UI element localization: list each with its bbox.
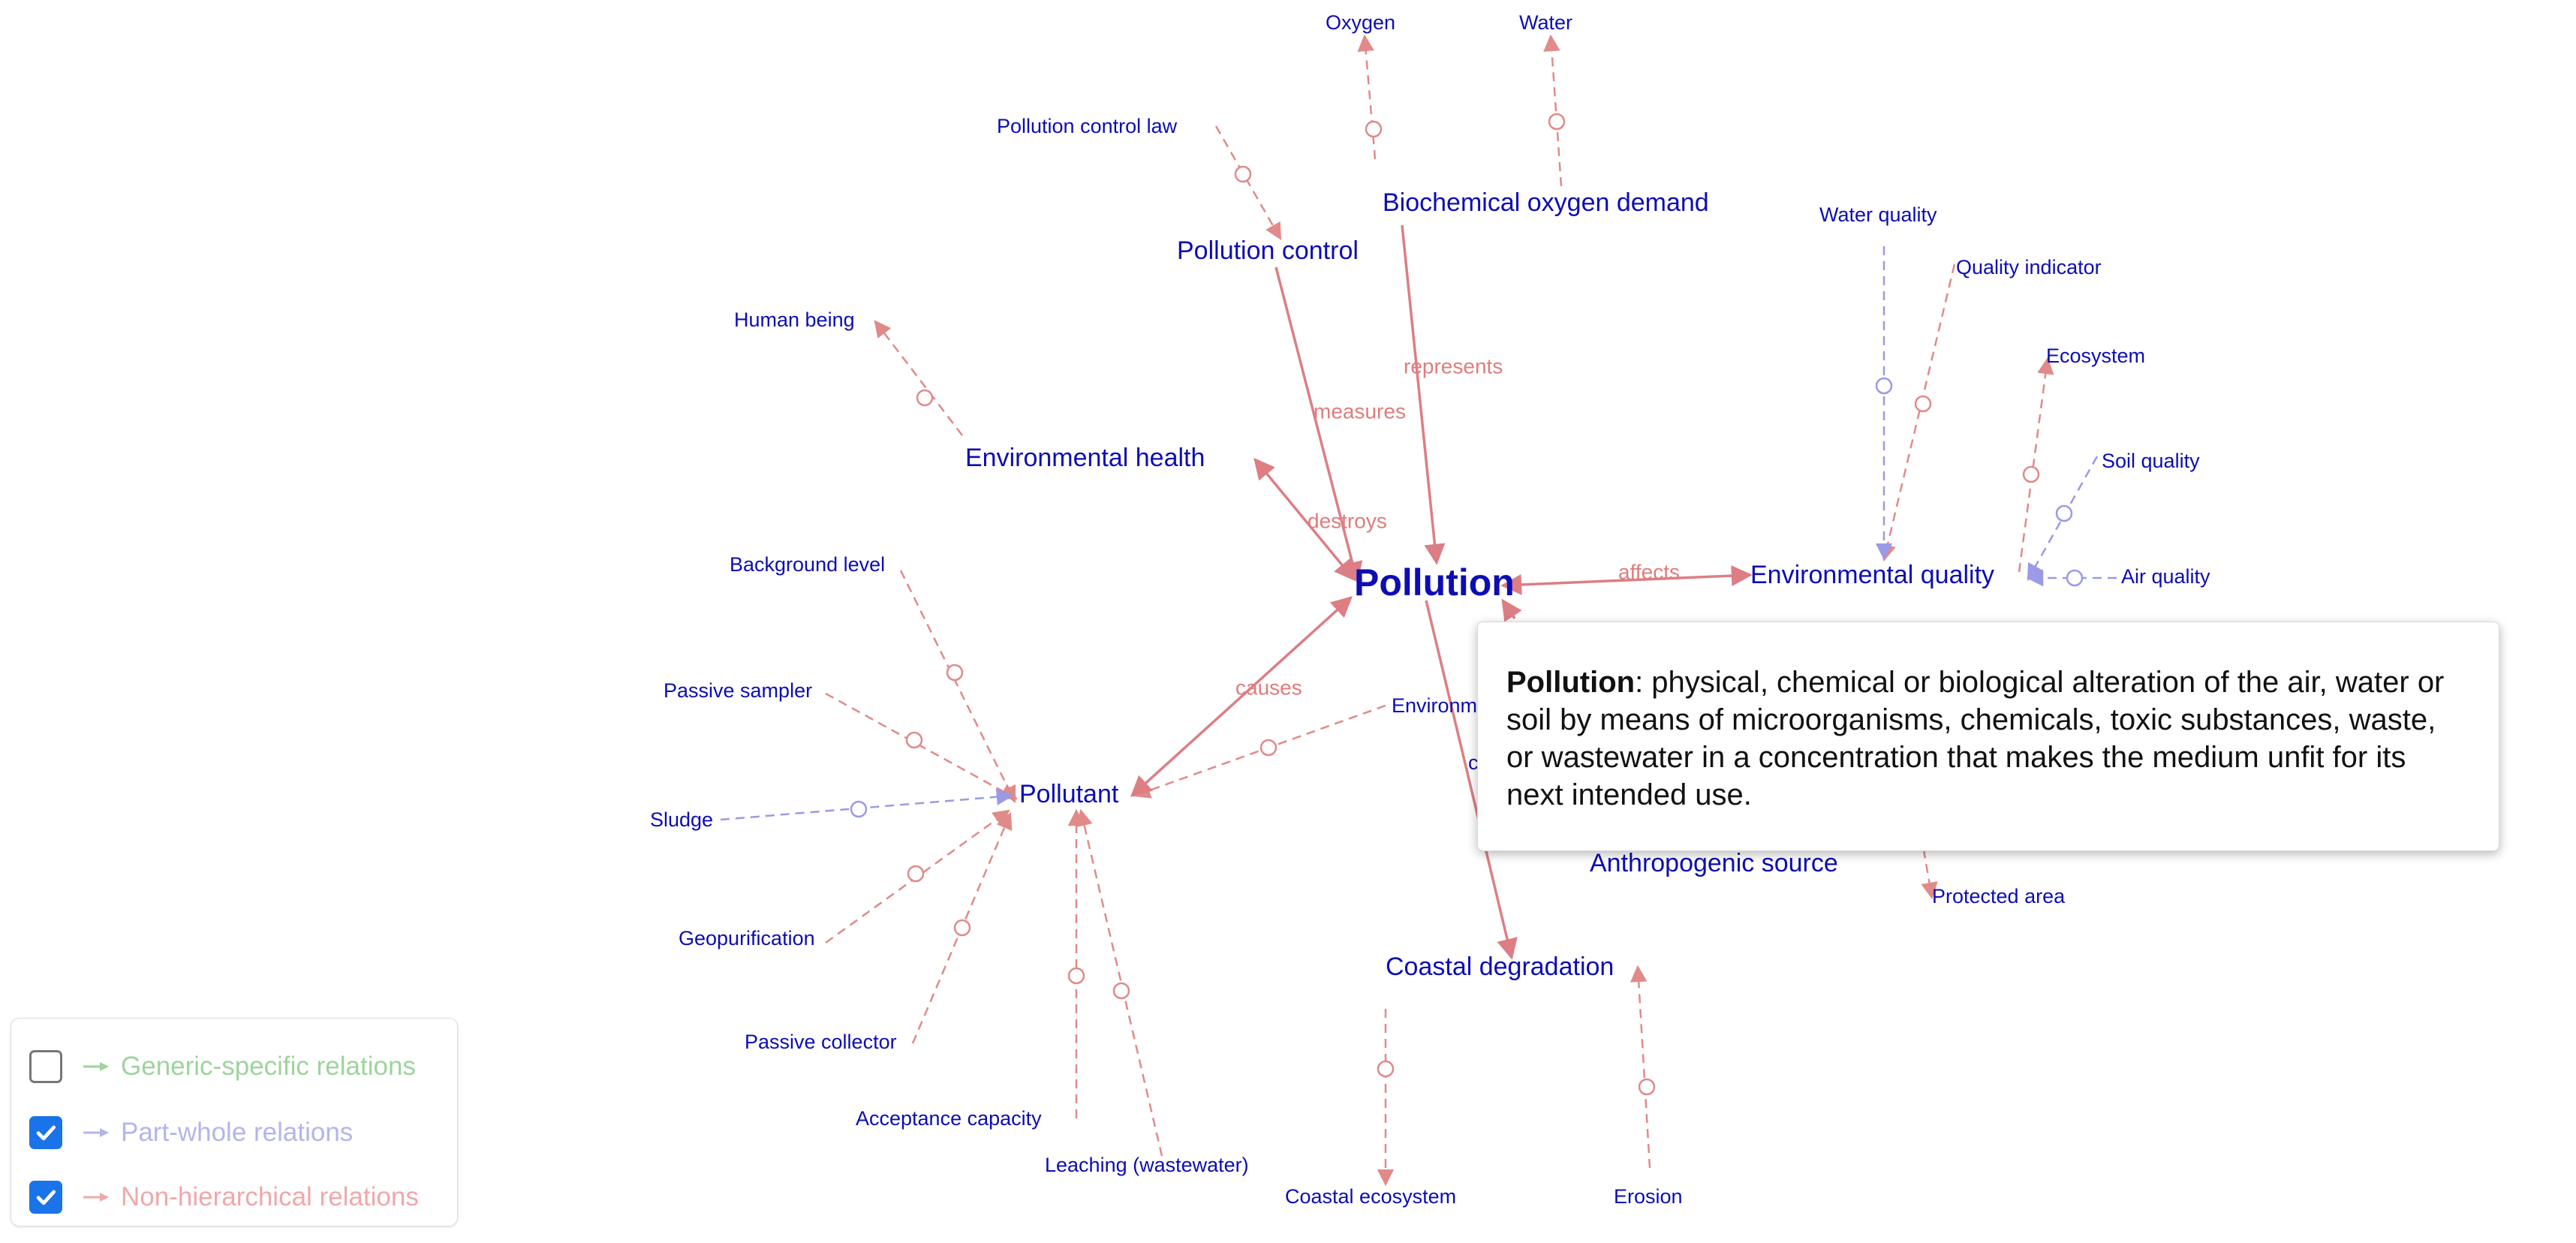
node-soil-quality[interactable]: Soil quality: [2102, 450, 2200, 472]
non-hierarchical-edges: [825, 34, 2054, 1187]
rel-label-represents: represents: [1404, 354, 1503, 378]
arrow-icon: [83, 1193, 109, 1202]
relation-legend: Generic-specific relations Part-whole re…: [11, 1018, 458, 1226]
tooltip-term: Pollution: [1506, 666, 1636, 699]
node-pollution-control[interactable]: Pollution control: [1177, 236, 1359, 265]
rel-label-destroys: destroys: [1308, 509, 1387, 532]
check-icon: [36, 1125, 56, 1141]
legend-row-part-whole[interactable]: Part-whole relations: [29, 1110, 353, 1155]
relation-labels: represents measures destroys affects cau…: [1235, 354, 1680, 699]
rel-label-measures: measures: [1314, 399, 1406, 423]
node-passive-collector[interactable]: Passive collector: [745, 1031, 897, 1053]
node-erosion[interactable]: Erosion: [1614, 1185, 1683, 1208]
legend-row-generic-specific[interactable]: Generic-specific relations: [29, 1044, 416, 1089]
node-water-quality[interactable]: Water quality: [1819, 203, 1937, 226]
node-acceptance-capacity[interactable]: Acceptance capacity: [856, 1107, 1042, 1130]
rel-label-causes: causes: [1235, 676, 1302, 699]
node-geopurification[interactable]: Geopurification: [679, 927, 815, 950]
legend-label-part-whole: Part-whole relations: [121, 1118, 354, 1147]
node-coastal-degradation[interactable]: Coastal degradation: [1386, 953, 1614, 981]
arrow-icon: [83, 1062, 109, 1071]
part-whole-edges: [720, 246, 2117, 821]
node-pollution[interactable]: Pollution: [1354, 561, 1515, 603]
checkbox-non-hierarchical[interactable]: [29, 1181, 62, 1214]
node-sludge[interactable]: Sludge: [650, 808, 713, 831]
tooltip-definition: : physical, chemical or biological alter…: [1506, 666, 2445, 811]
node-passive-sampler[interactable]: Passive sampler: [664, 679, 812, 702]
node-pollutant[interactable]: Pollutant: [1019, 780, 1119, 808]
checkbox-part-whole[interactable]: [29, 1116, 62, 1149]
node-environm[interactable]: Environm: [1392, 694, 1477, 717]
legend-label-generic-specific: Generic-specific relations: [121, 1052, 416, 1081]
solid-relation-edges: [1130, 224, 1753, 960]
node-water[interactable]: Water: [1519, 11, 1572, 34]
rel-label-affects: affects: [1618, 560, 1680, 583]
node-human-being[interactable]: Human being: [734, 308, 855, 331]
node-environmental-health[interactable]: Environmental health: [965, 444, 1205, 472]
legend-label-non-hierarchical: Non-hierarchical relations: [121, 1182, 419, 1211]
check-icon: [36, 1190, 56, 1205]
node-leaching-wastewater[interactable]: Leaching (wastewater): [1045, 1154, 1249, 1176]
node-oxygen[interactable]: Oxygen: [1326, 11, 1395, 34]
node-coastal-ecosystem[interactable]: Coastal ecosystem: [1285, 1185, 1456, 1208]
node-environmental-quality[interactable]: Environmental quality: [1750, 561, 1994, 589]
definition-tooltip: Pollution: physical, chemical or biologi…: [1477, 622, 2499, 851]
node-anthropogenic-source[interactable]: Anthropogenic source: [1590, 849, 1838, 877]
node-quality-indicator[interactable]: Quality indicator: [1956, 256, 2102, 278]
arrow-icon: [83, 1128, 109, 1137]
node-biochemical-oxygen-demand[interactable]: Biochemical oxygen demand: [1383, 188, 1709, 217]
node-protected-area[interactable]: Protected area: [1932, 885, 2066, 907]
node-ecosystem[interactable]: Ecosystem: [2046, 345, 2145, 367]
concept-nodes: Oxygen Water Pollution control law Bioch…: [650, 11, 2210, 1208]
checkbox-generic-specific[interactable]: [29, 1050, 62, 1083]
node-background-level[interactable]: Background level: [730, 553, 885, 576]
node-air-quality[interactable]: Air quality: [2121, 565, 2210, 588]
node-c-fragment[interactable]: c: [1468, 751, 1479, 774]
node-pollution-control-law[interactable]: Pollution control law: [997, 115, 1178, 137]
legend-row-non-hierarchical[interactable]: Non-hierarchical relations: [29, 1175, 419, 1220]
